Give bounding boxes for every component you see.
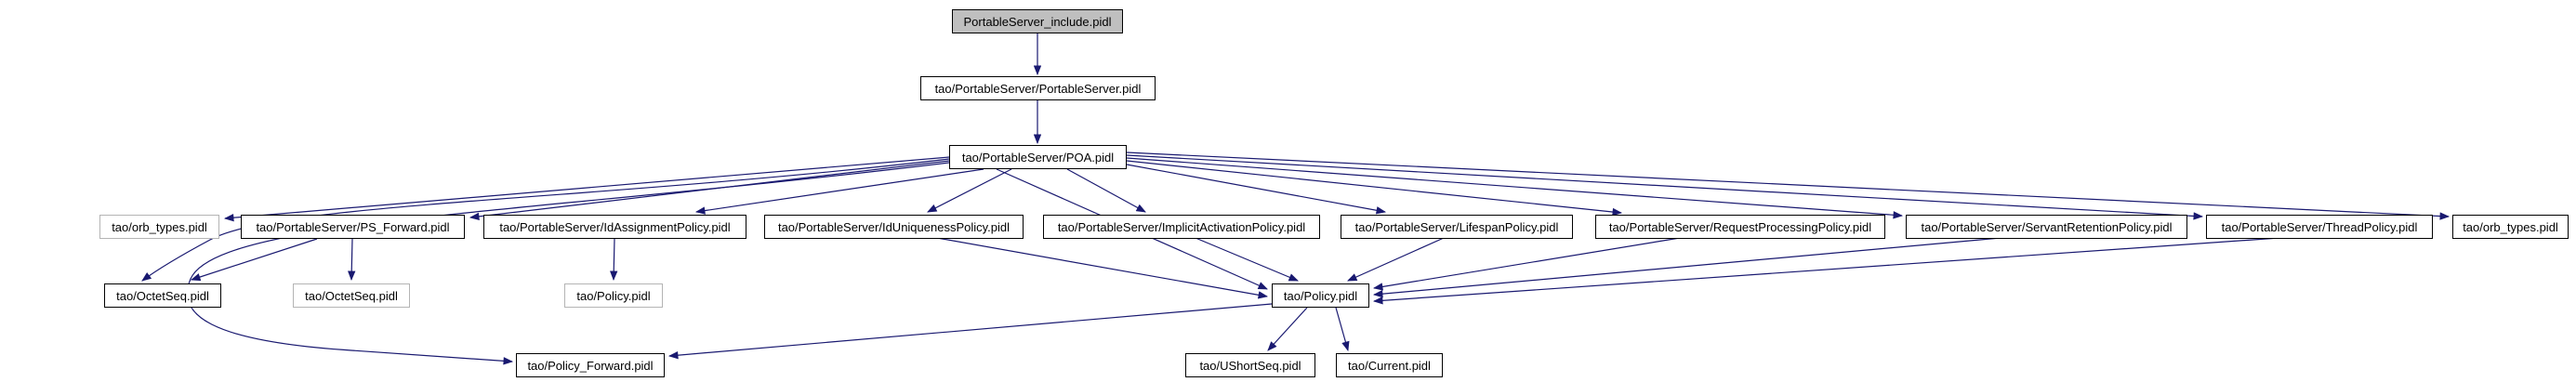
graph-node-label: tao/PortableServer/RequestProcessingPoli… <box>1608 219 1872 234</box>
graph-node-label: tao/orb_types.pidl <box>112 219 207 234</box>
graph-node-id_assignment[interactable]: tao/PortableServer/IdAssignmentPolicy.pi… <box>483 215 746 239</box>
graph-node-policy[interactable]: tao/Policy.pidl <box>1272 283 1369 308</box>
edge-policy-to-policy_forward <box>667 303 1273 360</box>
graph-node-label: tao/PortableServer/ThreadPolicy.pidl <box>2221 219 2418 234</box>
edge-poa-to-policy_forward <box>186 162 950 365</box>
edge-implicit_activation-to-policy <box>1195 237 1299 282</box>
graph-node-ushortseq[interactable]: tao/UShortSeq.pidl <box>1185 353 1315 377</box>
edge-poa-to-id_assignment <box>694 168 984 215</box>
edge-poa-to-lifespan <box>1126 164 1387 215</box>
graph-node-label: tao/Policy_Forward.pidl <box>527 358 654 373</box>
graph-node-octetseq_left[interactable]: tao/OctetSeq.pidl <box>104 283 221 308</box>
edge-request_processing-to-policy <box>1372 237 1681 291</box>
graph-node-portableserver[interactable]: tao/PortableServer/PortableServer.pidl <box>920 76 1156 100</box>
edge-poa-to-implicit_activation <box>1066 168 1146 213</box>
graph-node-id_uniqueness[interactable]: tao/PortableServer/IdUniquenessPolicy.pi… <box>764 215 1024 239</box>
edge-poa-to-orb_types_left <box>223 156 950 222</box>
graph-node-label: tao/PortableServer/ImplicitActivationPol… <box>1057 219 1306 234</box>
edge-servant_retention-to-policy <box>1372 237 2001 298</box>
graph-node-root: PortableServer_include.pidl <box>952 9 1123 33</box>
graph-node-ps_forward[interactable]: tao/PortableServer/PS_Forward.pidl <box>241 215 465 239</box>
graph-node-policy_forward[interactable]: tao/Policy_Forward.pidl <box>516 353 665 377</box>
graph-node-label: tao/OctetSeq.pidl <box>305 288 398 303</box>
graph-node-label: tao/orb_types.pidl <box>2463 219 2558 234</box>
graph-node-label: tao/OctetSeq.pidl <box>116 288 209 303</box>
edge-poa-to-id_uniqueness <box>927 168 1012 213</box>
graph-node-label: tao/Policy.pidl <box>576 288 651 303</box>
edge-id_uniqueness-to-policy <box>936 237 1269 299</box>
graph-node-current[interactable]: tao/Current.pidl <box>1336 353 1443 377</box>
edge-poa-to-request_processing <box>1126 160 1623 217</box>
edge-ps_forward-to-octetseq_mid <box>348 238 356 282</box>
edge-group <box>141 33 2451 365</box>
graph-node-label: tao/Current.pidl <box>1348 358 1431 373</box>
graph-node-label: tao/PortableServer/PS_Forward.pidl <box>256 219 450 234</box>
graph-node-octetseq_mid: tao/OctetSeq.pidl <box>293 283 410 308</box>
graph-node-implicit_activation[interactable]: tao/PortableServer/ImplicitActivationPol… <box>1043 215 1320 239</box>
graph-node-poa[interactable]: tao/PortableServer/POA.pidl <box>949 145 1127 169</box>
graph-node-label: tao/Policy.pidl <box>1283 288 1358 303</box>
graph-node-orb_types_left: tao/orb_types.pidl <box>99 215 219 239</box>
graph-node-servant_retention[interactable]: tao/PortableServer/ServantRetentionPolic… <box>1906 215 2187 239</box>
graph-node-label: tao/PortableServer/LifespanPolicy.pidl <box>1354 219 1559 234</box>
edge-poa-to-servant_retention <box>1126 157 1904 219</box>
edge-poa-to-thread <box>1126 154 2204 220</box>
edge-lifespan-to-policy <box>1347 237 1445 282</box>
edge-ps_forward-to-octetseq_left <box>191 238 318 282</box>
edge-poa-to-octetseq_left <box>141 158 950 282</box>
edge-policy-to-ushortseq <box>1267 307 1308 351</box>
graph-node-label: tao/PortableServer/POA.pidl <box>961 150 1115 165</box>
edge-policy-to-current <box>1335 307 1350 352</box>
edge-thread-to-policy <box>1372 237 2280 305</box>
graph-node-lifespan[interactable]: tao/PortableServer/LifespanPolicy.pidl <box>1341 215 1573 239</box>
graph-node-label: tao/PortableServer/PortableServer.pidl <box>934 81 1142 96</box>
edge-poa-to-orb_types_right <box>1126 151 2451 220</box>
graph-node-label: tao/PortableServer/IdUniquenessPolicy.pi… <box>777 219 1011 234</box>
graph-node-label: PortableServer_include.pidl <box>963 14 1112 29</box>
graph-node-request_processing[interactable]: tao/PortableServer/RequestProcessingPoli… <box>1595 215 1885 239</box>
graph-node-label: tao/UShortSeq.pidl <box>1199 358 1301 373</box>
graph-node-thread[interactable]: tao/PortableServer/ThreadPolicy.pidl <box>2206 215 2433 239</box>
graph-node-orb_types_right[interactable]: tao/orb_types.pidl <box>2452 215 2569 239</box>
graph-node-label: tao/PortableServer/ServantRetentionPolic… <box>1921 219 2173 234</box>
graph-node-label: tao/PortableServer/IdAssignmentPolicy.pi… <box>499 219 731 234</box>
graph-node-policy_mid: tao/Policy.pidl <box>564 283 663 308</box>
